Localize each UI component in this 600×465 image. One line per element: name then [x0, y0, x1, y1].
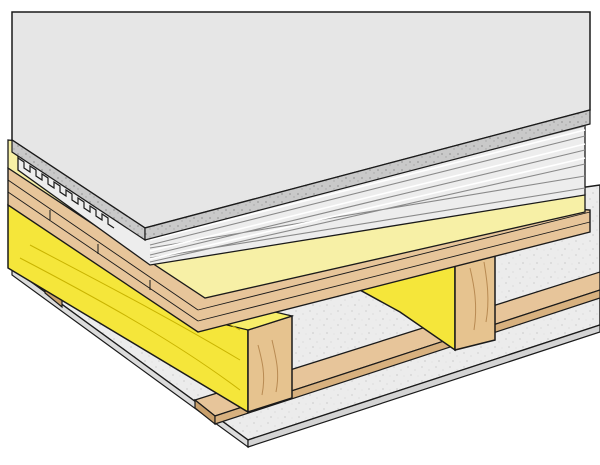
- floor-covering: [11, 11, 591, 242]
